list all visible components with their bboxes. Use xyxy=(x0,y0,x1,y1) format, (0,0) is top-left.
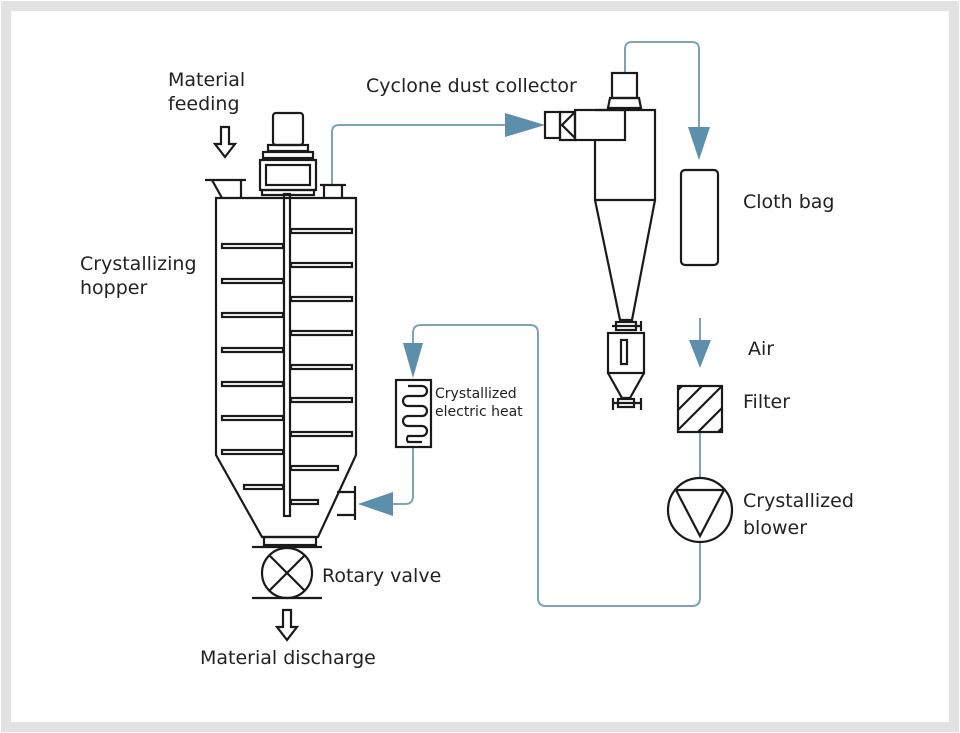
pipe-hopper-to-cyclone xyxy=(331,124,512,185)
label-heater-2: electric heat xyxy=(435,404,523,420)
electric-heater-icon xyxy=(394,378,433,449)
label-air: Air xyxy=(748,338,774,360)
feed-inlet xyxy=(205,178,246,199)
arrow-to-hopper xyxy=(358,492,393,516)
arrow-air xyxy=(689,340,711,368)
label-rotary-valve: Rotary valve xyxy=(322,565,441,587)
label-material-feeding-2: feeding xyxy=(168,93,240,115)
label-blower-1: Crystallized xyxy=(743,490,854,512)
label-material-discharge: Material discharge xyxy=(200,647,376,669)
pipe-cyclone-to-bag xyxy=(624,41,700,130)
label-filter: Filter xyxy=(743,391,790,413)
crystallizing-hopper xyxy=(205,111,358,547)
rotary-valve-icon xyxy=(252,545,322,600)
pipes xyxy=(331,41,711,607)
arrow-to-cyclone xyxy=(505,113,545,137)
label-cyclone: Cyclone dust collector xyxy=(366,75,577,97)
label-hopper-1: Crystallizing xyxy=(80,253,197,275)
pipe-blower-to-heater xyxy=(412,324,701,607)
hopper-baffles xyxy=(220,227,354,506)
blower-icon xyxy=(666,476,734,544)
cyclone-dust-collector xyxy=(543,71,657,410)
label-blower-2: blower xyxy=(743,517,807,539)
label-heater-1: Crystallized xyxy=(435,386,517,402)
arrow-to-cloth-bag xyxy=(688,127,710,160)
discharge-arrow-icon xyxy=(274,608,300,642)
filter-icon xyxy=(676,384,724,434)
feed-arrow-icon xyxy=(212,125,238,159)
motor-icon xyxy=(258,111,318,197)
label-hopper-2: hopper xyxy=(80,277,147,299)
arrow-to-heater xyxy=(403,343,423,378)
air-outlet xyxy=(320,183,346,198)
cloth-bag-icon xyxy=(679,168,720,267)
pipe-heater-to-hopper xyxy=(385,447,414,505)
label-material-feeding-1: Material xyxy=(168,69,245,91)
label-cloth-bag: Cloth bag xyxy=(743,191,834,213)
